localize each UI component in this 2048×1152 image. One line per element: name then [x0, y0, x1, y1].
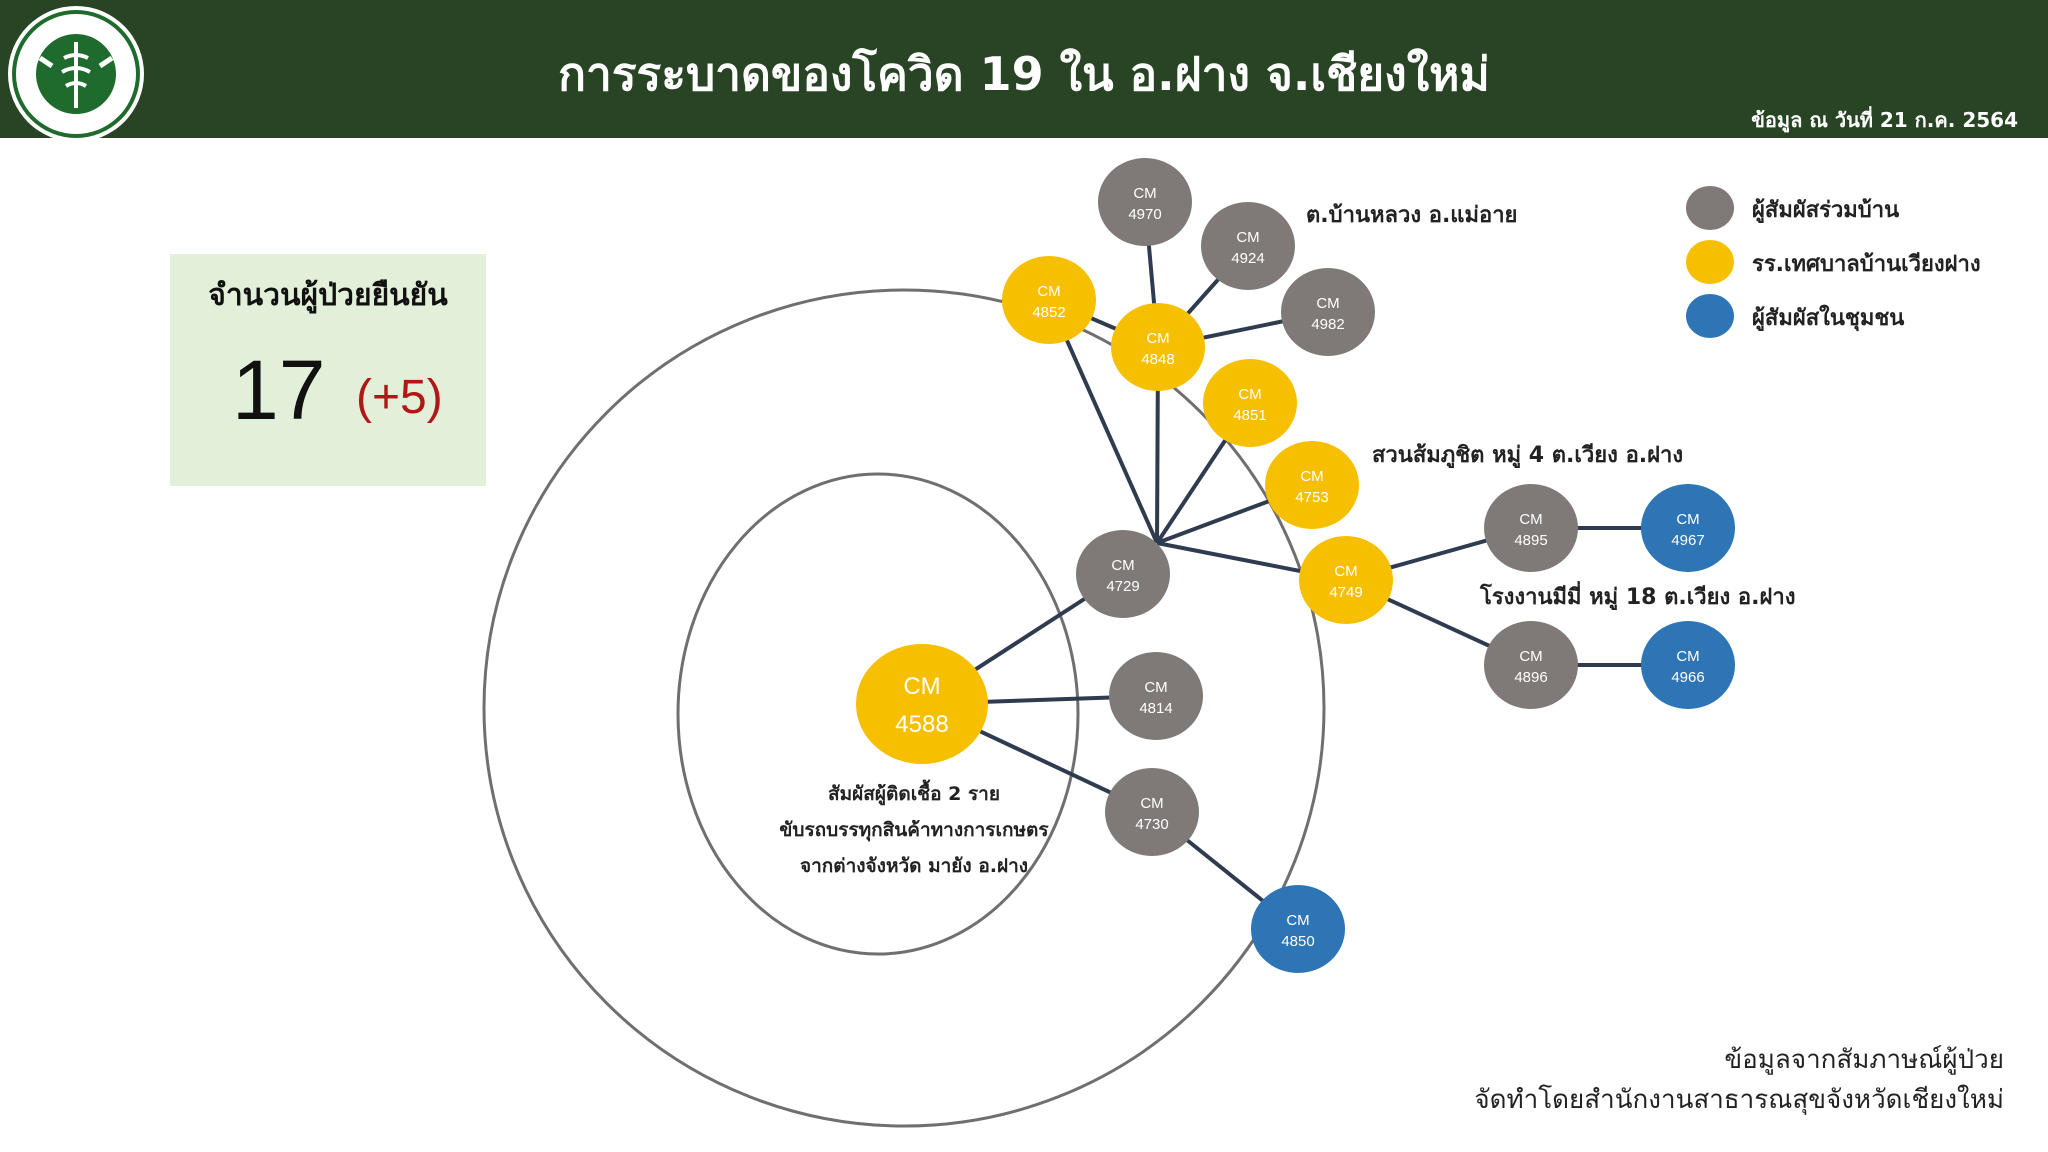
- case-node-circle: [1111, 303, 1205, 391]
- case-prefix: CM: [1316, 295, 1339, 312]
- case-node-4852: CM 4852: [1002, 256, 1096, 344]
- case-prefix: CM: [1146, 330, 1169, 347]
- case-node-circle: [1484, 484, 1578, 572]
- case-node-4730: CM 4730: [1105, 768, 1199, 856]
- confirmed-cases-total: 17: [232, 343, 326, 437]
- inner-ring: [676, 472, 1080, 956]
- case-prefix: CM: [1519, 511, 1542, 528]
- case-prefix: CM: [1140, 795, 1163, 812]
- case-number: 4730: [1135, 816, 1168, 833]
- case-prefix: CM: [1334, 563, 1357, 580]
- legend-label-community: ผู้สัมผัสในชุมชน: [1752, 306, 1905, 331]
- header-bar: การระบาดของโควิด 19 ใน อ.ฝาง จ.เชียงใหม่…: [0, 0, 2048, 142]
- data-date: ข้อมูล ณ วันที่ 21 ก.ค. 2564: [1751, 108, 2018, 132]
- case-prefix: CM: [903, 673, 940, 700]
- confirmed-cases-box: จำนวนผู้ป่วยยืนยัน 17 (+5): [170, 254, 486, 486]
- case-prefix: CM: [1519, 648, 1542, 665]
- case-node-4814: CM 4814: [1109, 652, 1203, 740]
- case-number: 4749: [1329, 584, 1362, 601]
- case-node-circle: [1641, 484, 1735, 572]
- credits-author: จัดทำโดยสำนักงานสาธารณสุขจังหวัดเชียงใหม…: [1474, 1085, 2004, 1115]
- case-node-circle: [1201, 202, 1295, 290]
- case-node-circle: [1251, 885, 1345, 973]
- case-node-4966: CM 4966: [1641, 621, 1735, 709]
- legend-label-school: รร.เทศบาลบ้านเวียงฝาง: [1752, 252, 1981, 277]
- credits-source: ข้อมูลจากสัมภาษณ์ผู้ป่วย: [1724, 1045, 2004, 1075]
- case-node-4982: CM 4982: [1281, 268, 1375, 356]
- case-node-circle: [1299, 536, 1393, 624]
- case-prefix: CM: [1238, 386, 1261, 403]
- case-node-circle: [1281, 268, 1375, 356]
- annotation-factory: โรงงานมีมี่ หมู่ 18 ต.เวียง อ.ฝาง: [1479, 580, 1795, 611]
- case-prefix: CM: [1286, 912, 1309, 929]
- confirmed-cases-label: จำนวนผู้ป่วยยืนยัน: [208, 278, 448, 313]
- case-node-4729: CM 4729: [1076, 530, 1170, 618]
- source-note-line-1: สัมผัสผู้ติดเชื้อ 2 ราย: [828, 779, 1000, 806]
- case-number: 4753: [1295, 489, 1328, 506]
- annotation-orchard: สวนส้มภูชิต หมู่ 4 ต.เวียง อ.ฝาง: [1372, 443, 1683, 469]
- case-number: 4588: [895, 711, 948, 738]
- case-node-4848: CM 4848: [1111, 303, 1205, 391]
- case-node-4924: CM 4924: [1201, 202, 1295, 290]
- case-node-circle: [1105, 768, 1199, 856]
- case-prefix: CM: [1676, 648, 1699, 665]
- case-prefix: CM: [1236, 229, 1259, 246]
- source-note-line-2: ขับรถบรรทุกสินค้าทางการเกษตร: [779, 819, 1049, 842]
- case-node-circle: [1098, 158, 1192, 246]
- case-number: 4896: [1514, 669, 1547, 686]
- case-number: 4814: [1139, 700, 1172, 717]
- case-node-4970: CM 4970: [1098, 158, 1192, 246]
- case-node-4967: CM 4967: [1641, 484, 1735, 572]
- case-number: 4924: [1231, 250, 1264, 267]
- case-node-4753: CM 4753: [1265, 441, 1359, 529]
- case-node-4588: CM 4588: [856, 644, 988, 764]
- page-title: การระบาดของโควิด 19 ใน อ.ฝาง จ.เชียงใหม่: [558, 47, 1490, 101]
- case-node-circle: [1076, 530, 1170, 618]
- case-node-4749: CM 4749: [1299, 536, 1393, 624]
- case-prefix: CM: [1037, 283, 1060, 300]
- case-number: 4970: [1128, 206, 1161, 223]
- case-number: 4848: [1141, 351, 1174, 368]
- case-number: 4851: [1233, 407, 1266, 424]
- case-number: 4850: [1281, 933, 1314, 950]
- legend-dot-school: [1686, 240, 1734, 284]
- case-number: 4852: [1032, 304, 1065, 321]
- case-node-circle: [1109, 652, 1203, 740]
- case-node-4851: CM 4851: [1203, 359, 1297, 447]
- nodes-layer: CM4588CM4729CM4814CM4730CM4850CM4852CM48…: [856, 158, 1735, 973]
- case-node-4896: CM 4896: [1484, 621, 1578, 709]
- case-prefix: CM: [1676, 511, 1699, 528]
- case-number: 4966: [1671, 669, 1704, 686]
- source-note-line-3: จากต่างจังหวัด มายัง อ.ฝาง: [800, 855, 1028, 877]
- case-node-circle: [1641, 621, 1735, 709]
- case-node-4895: CM 4895: [1484, 484, 1578, 572]
- legend-label-household: ผู้สัมผัสร่วมบ้าน: [1752, 198, 1900, 223]
- case-node-circle: [1002, 256, 1096, 344]
- case-number: 4895: [1514, 532, 1547, 549]
- case-prefix: CM: [1300, 468, 1323, 485]
- case-number: 4967: [1671, 532, 1704, 549]
- case-prefix: CM: [1111, 557, 1134, 574]
- legend-dot-household: [1686, 186, 1734, 230]
- case-prefix: CM: [1144, 679, 1167, 696]
- credits: ข้อมูลจากสัมภาษณ์ผู้ป่วย จัดทำโดยสำนักงา…: [1474, 1040, 2004, 1120]
- case-number: 4982: [1311, 316, 1344, 333]
- case-node-circle: [1203, 359, 1297, 447]
- case-node-4850: CM 4850: [1251, 885, 1345, 973]
- new-cases-count: (+5): [356, 371, 443, 424]
- outer-ring: [482, 288, 1326, 1128]
- ministry-logo: [8, 6, 144, 142]
- case-number: 4729: [1106, 578, 1139, 595]
- case-node-circle: [1265, 441, 1359, 529]
- annotation-mae-ai: ต.บ้านหลวง อ.แม่อาย: [1306, 203, 1517, 228]
- case-prefix: CM: [1133, 185, 1156, 202]
- legend-dot-community: [1686, 294, 1734, 338]
- case-node-circle: [1484, 621, 1578, 709]
- case-node-circle: [856, 644, 988, 764]
